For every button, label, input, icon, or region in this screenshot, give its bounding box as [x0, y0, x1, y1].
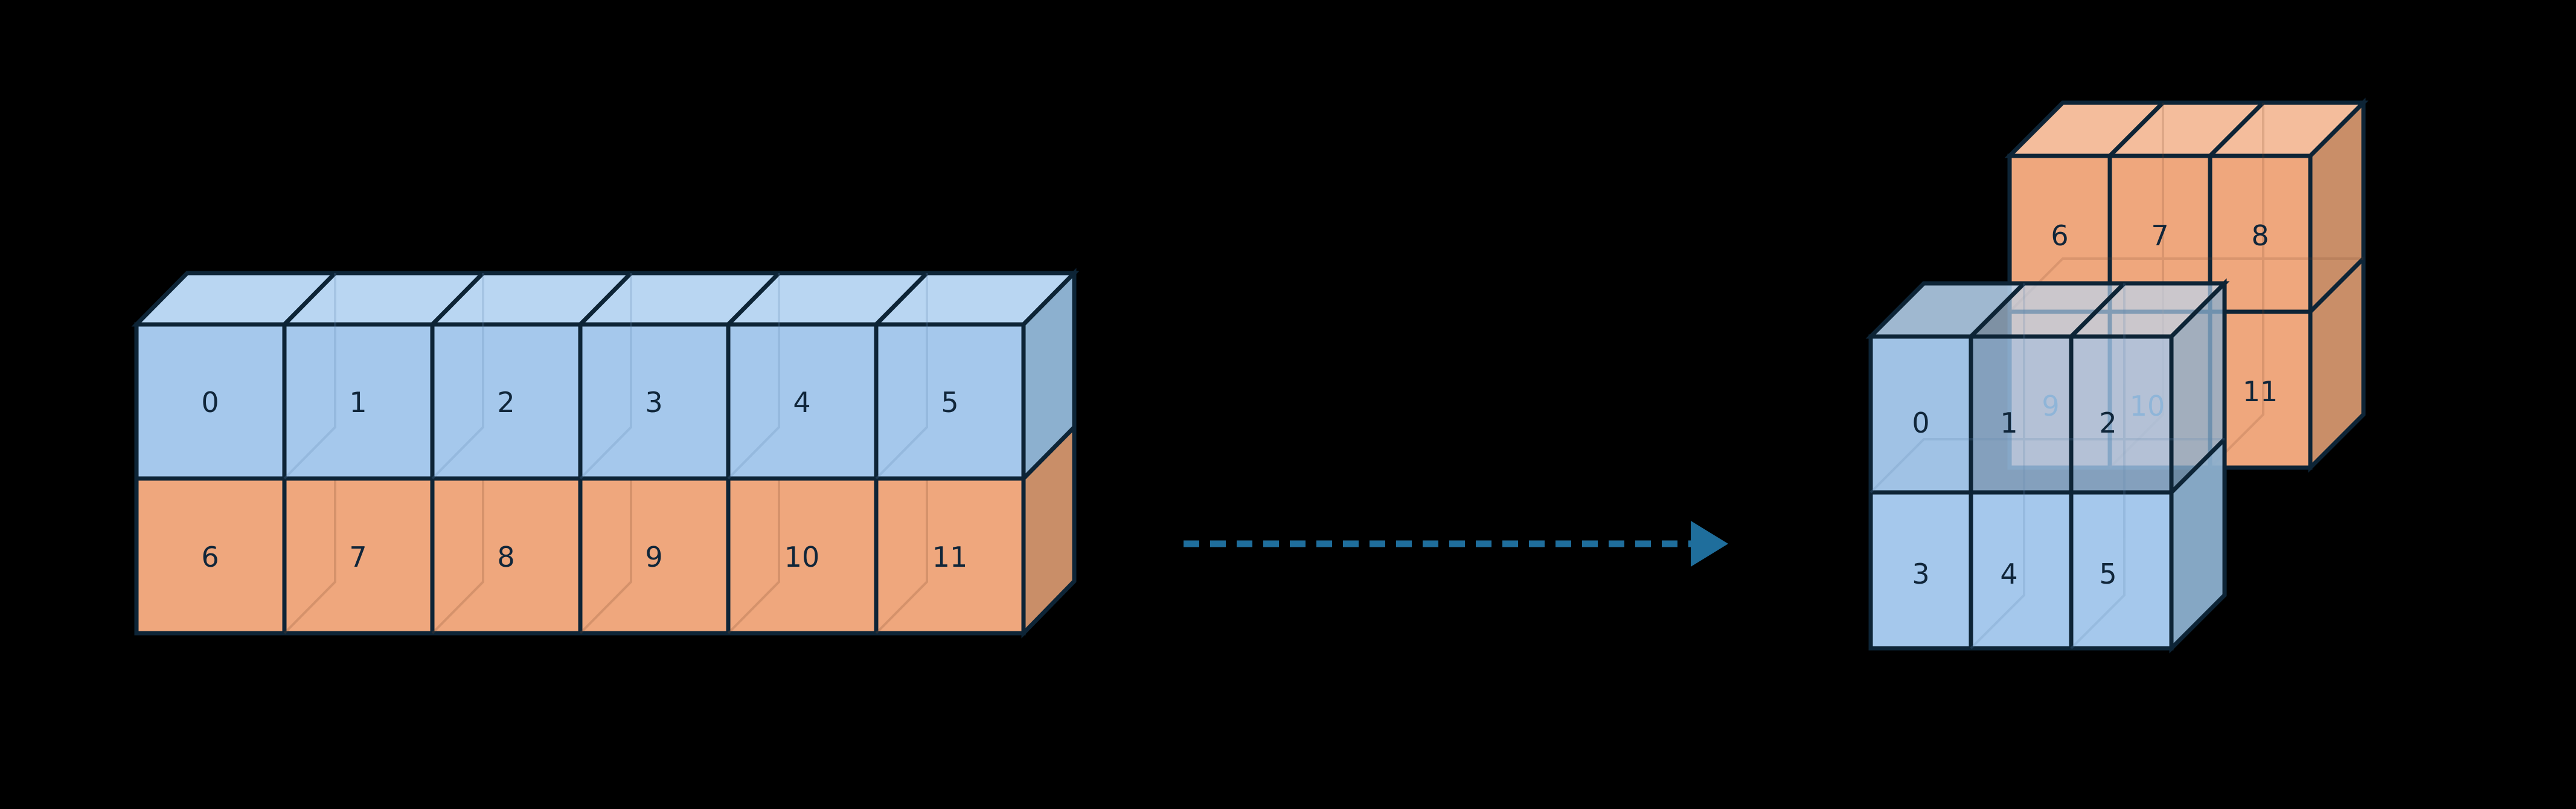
cube-label-6-right: 6: [2051, 219, 2068, 252]
cube-label-10: 10: [784, 541, 820, 573]
cube-face-1: [282, 322, 435, 481]
cube-face-5: [874, 322, 1026, 481]
cube-label-1-right: 1: [2000, 407, 2017, 439]
cube-label-11: 11: [932, 541, 968, 573]
cube-face-10: [726, 476, 879, 636]
cube-face-11-right: [2208, 309, 2313, 470]
cube-label-7: 7: [349, 541, 367, 573]
cube-label-7-right: 7: [2151, 219, 2168, 252]
cube-face-0: [134, 322, 287, 481]
cube-label-5: 5: [941, 386, 958, 419]
cube-face-11: [874, 476, 1026, 636]
cube-face-8-right: [2208, 153, 2313, 314]
blue-depth-hints: [283, 273, 928, 480]
cube-label-0-right: 0: [1912, 407, 1929, 439]
cube-label-8-right: 8: [2251, 219, 2269, 252]
cube-label-9-ghost: 9: [2042, 390, 2059, 422]
cube-face-9: [578, 476, 731, 636]
reshape-arrow: [1184, 521, 1728, 567]
front-slab-blue: 9 10 0 1 2 3 4 5: [1865, 278, 2230, 654]
cube-label-10-ghost: 10: [2130, 390, 2165, 422]
cube-face-3: [578, 322, 731, 481]
cube-face-4: [726, 322, 879, 481]
cube-label-6: 6: [201, 541, 219, 573]
cube-face-5-right: [2069, 490, 2174, 651]
cube-face-2: [430, 322, 583, 481]
cube-label-3-right: 3: [1912, 558, 1929, 590]
reshaped-tensor-block: 6 7 8 11: [1865, 97, 2369, 654]
cube-face-7: [282, 476, 435, 636]
blue-right-depth-hints: [1870, 283, 2225, 649]
cube-label-2-right: 2: [2099, 407, 2116, 439]
cube-label-0: 0: [201, 386, 219, 419]
cube-face-8: [430, 476, 583, 636]
cube-label-8: 8: [497, 541, 514, 573]
cube-face-2-right: [2069, 334, 2174, 495]
cube-label-3: 3: [645, 386, 662, 419]
reshape-arrow-head: [1691, 521, 1728, 567]
cube-face-4-right: [1969, 490, 2074, 651]
source-row-orange: 6 7 8 9 10 11: [134, 422, 1077, 639]
cube-label-5-right: 5: [2099, 558, 2116, 590]
cube-label-4: 4: [793, 386, 810, 419]
cube-label-11-right: 11: [2243, 375, 2278, 408]
cube-label-4-right: 4: [2000, 558, 2017, 590]
source-row-blue: 0 1 2 3 4 5: [131, 268, 1080, 484]
cube-label-1: 1: [349, 386, 367, 419]
cube-label-2: 2: [497, 386, 514, 419]
cube-label-9: 9: [645, 541, 662, 573]
source-tensor-block: 6 7 8 9 10 11: [131, 268, 1080, 639]
